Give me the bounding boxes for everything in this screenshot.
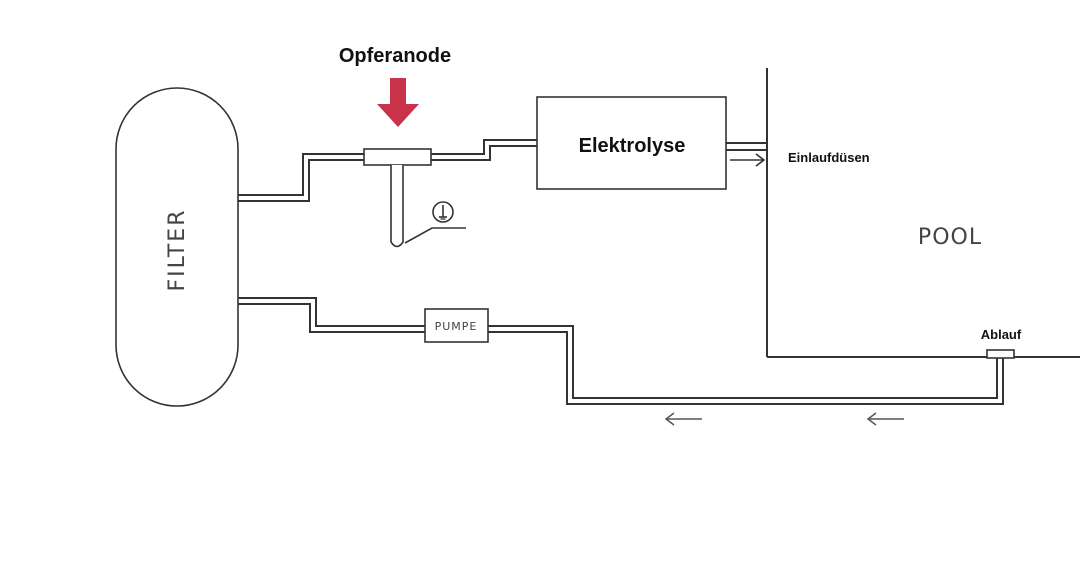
filter-tank	[115, 87, 239, 407]
lower-pipe	[238, 297, 1004, 405]
drain-label: Ablauf	[981, 327, 1022, 342]
pump-label: PUMPE	[435, 320, 478, 333]
anode-rod	[390, 165, 404, 248]
anode-arrow-icon	[377, 78, 419, 127]
ground-symbol-icon	[404, 201, 466, 244]
drain-fitting	[986, 349, 1015, 359]
filter-label: FILTER	[165, 209, 190, 292]
electrolysis-label: Elektrolyse	[579, 135, 686, 157]
anode-tee	[363, 148, 432, 166]
pool-label: POOL	[918, 225, 982, 250]
outlet-pipe	[726, 142, 767, 151]
electrolysis-unit	[536, 96, 727, 190]
return-flow-arrow-icon	[866, 412, 904, 426]
upper-pipe	[238, 139, 538, 202]
pool-outline	[766, 68, 1080, 358]
pump-unit	[424, 308, 489, 343]
return-flow-arrow-icon	[664, 412, 702, 426]
inlet-flow-arrow-icon	[730, 153, 766, 167]
anode-label: Opferanode	[339, 45, 451, 67]
inlet-nozzles-label: Einlaufdüsen	[788, 150, 870, 165]
anode-fitting	[363, 148, 432, 248]
